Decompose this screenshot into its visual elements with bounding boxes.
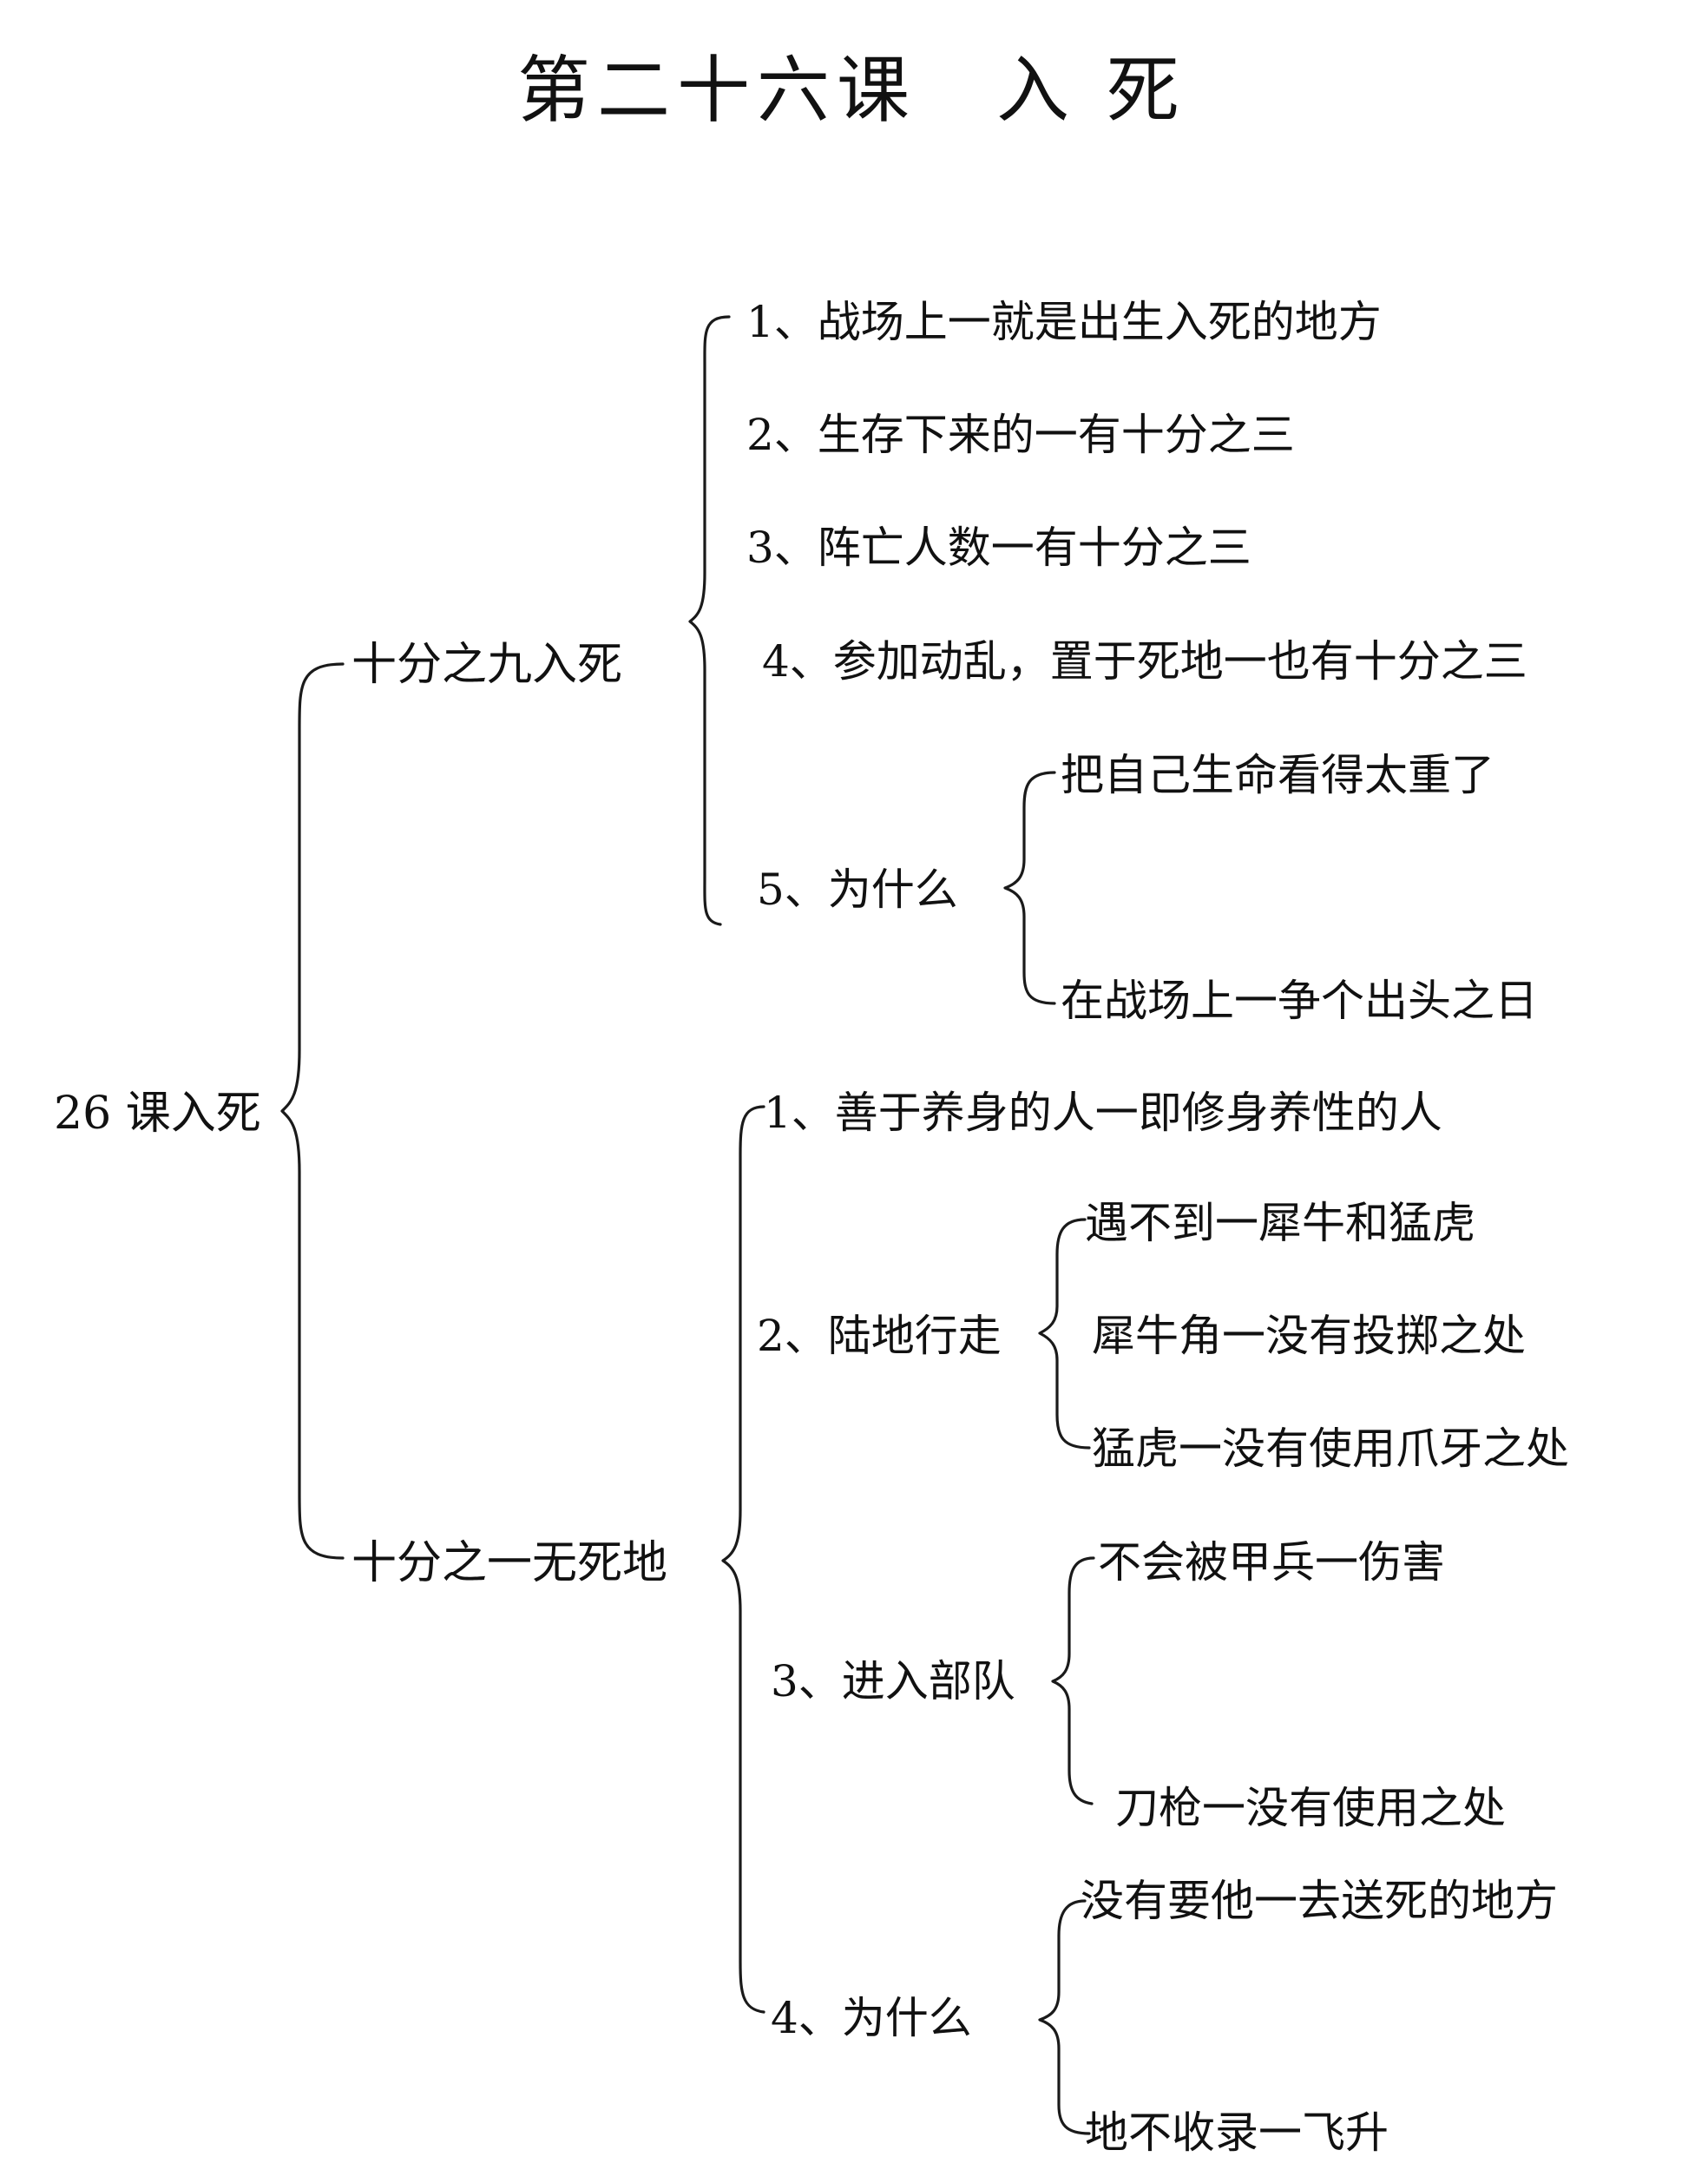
branch2-item4-child1: 没有要他一去送死的地方 [1081, 1876, 1558, 1926]
branch2-item3-brace [1051, 1556, 1095, 1805]
page-title: 第二十六课 入 死 [517, 48, 1186, 133]
branch1-item3: 3、阵亡人数一有十分之三 [746, 523, 1251, 573]
branch1-brace [688, 315, 731, 926]
branch2-item4-child2: 地不收录一飞升 [1085, 2107, 1389, 2158]
branch2-item3-child1: 不会被甲兵一伤害 [1098, 1537, 1445, 1588]
branch2-node: 十分之一无死地 [351, 1537, 668, 1589]
branch2-item4: 4、为什么 [771, 1993, 972, 2043]
branch2-item2-child3: 猛虎一没有使用爪牙之处 [1092, 1424, 1569, 1474]
branch1-item5-child2: 在战场上一争个出头之日 [1061, 976, 1538, 1026]
branch1-item5-child1: 把自己生命看得太重了 [1061, 750, 1494, 800]
root-brace [280, 662, 345, 1560]
branch1-item4: 4、参加动乱，置于死地一也有十分之三 [762, 636, 1527, 687]
branch1-item1: 1、战场上一就是出生入死的地方 [746, 297, 1382, 347]
branch1-item5: 5、为什么 [757, 865, 958, 915]
branch2-item2: 2、陆地行走 [757, 1311, 1002, 1361]
root-node: 26 课入死 [54, 1088, 261, 1140]
branch1-item2: 2、生存下来的一有十分之三 [746, 410, 1295, 460]
branch2-item1: 1、善于养身的人一即修身养性的人 [764, 1088, 1442, 1138]
branch2-item4-brace [1038, 1899, 1091, 2135]
branch2-item2-brace [1038, 1218, 1091, 1450]
branch2-item3-child2: 刀枪一没有使用之处 [1115, 1783, 1506, 1833]
branch2-brace [721, 1105, 765, 2014]
branch2-item2-child1: 遇不到一犀牛和猛虎 [1085, 1198, 1475, 1248]
branch1-node: 十分之九入死 [351, 639, 623, 691]
branch2-item3: 3、进入部队 [771, 1656, 1015, 1706]
branch2-item2-child2: 犀牛角一没有投掷之处 [1092, 1311, 1526, 1361]
branch1-item5-brace [1003, 771, 1056, 1005]
